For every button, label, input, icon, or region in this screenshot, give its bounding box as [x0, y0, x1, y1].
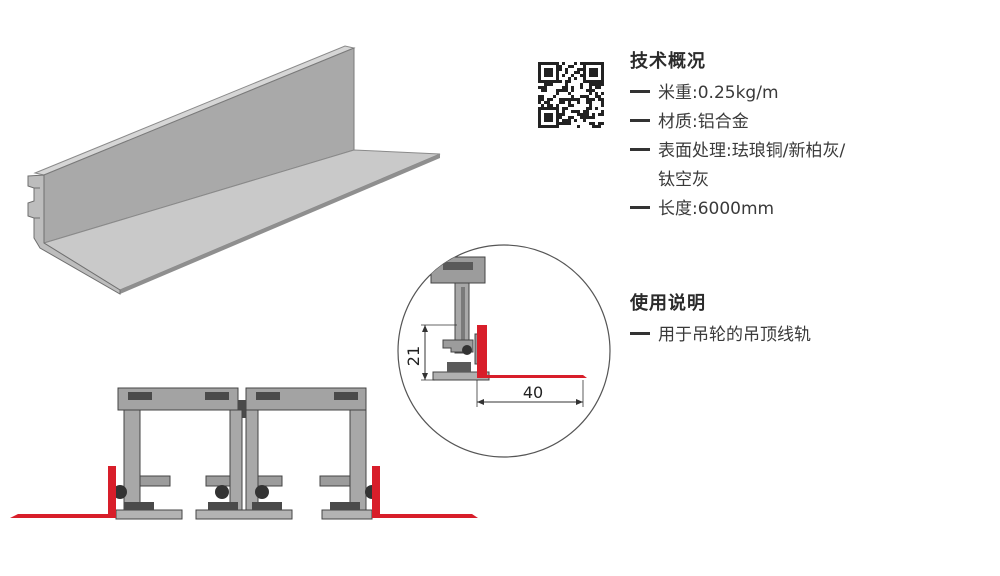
spec-item: 材质:铝合金: [630, 107, 749, 132]
profile-3d-illustration: [27, 45, 441, 295]
spec-item: 用于吊轮的吊顶线轨: [630, 320, 811, 345]
specs-title: 技术概况: [630, 51, 706, 72]
spec-item-text: 表面处理:珐琅铜/新柏灰/: [658, 141, 846, 161]
dash-bullet-icon: [630, 147, 650, 151]
dim-height-label: 21: [404, 346, 423, 366]
dash-bullet-icon: [630, 331, 650, 335]
spec-item-text: 米重:0.25kg/m: [658, 83, 779, 103]
spec-item: 钛空灰: [630, 165, 709, 190]
spec-item: 表面处理:珐琅铜/新柏灰/: [630, 136, 845, 161]
spec-item: 米重:0.25kg/m: [630, 78, 779, 103]
dim-width-label: 40: [523, 383, 543, 402]
spec-item-text: 用于吊轮的吊顶线轨: [658, 325, 811, 345]
spec-item-text: 材质:铝合金: [658, 112, 749, 132]
spec-item: 长度:6000mm: [630, 194, 774, 219]
dash-bullet-icon: [630, 118, 650, 122]
dash-bullet-icon: [630, 205, 650, 209]
usage-title: 使用说明: [630, 293, 706, 314]
dash-bullet-icon: [630, 89, 650, 93]
spec-item-text: 长度:6000mm: [658, 199, 775, 219]
assembly-cross-section: [10, 387, 478, 520]
spec-item-text: 钛空灰: [658, 170, 709, 190]
detail-circle-view: 21 40: [397, 244, 611, 458]
qr-code-icon: [538, 62, 604, 128]
